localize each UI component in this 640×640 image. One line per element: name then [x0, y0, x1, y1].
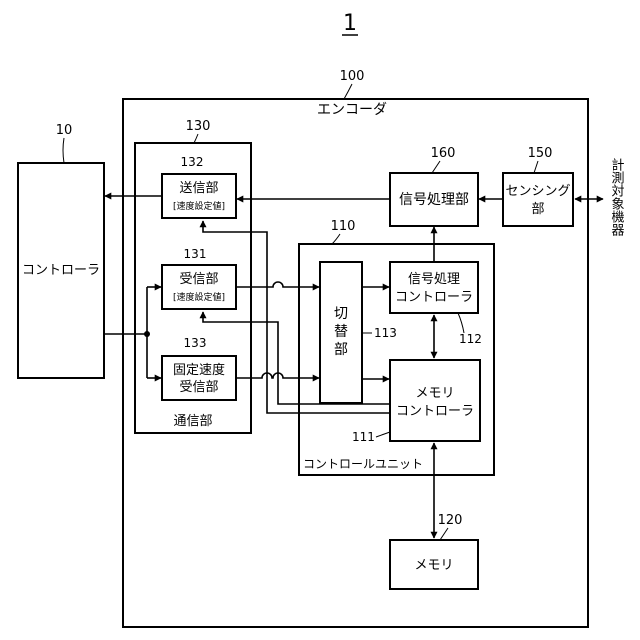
sensing-label-2: 部 [531, 202, 544, 217]
comm-label: 通信部 [173, 414, 212, 429]
sp-controller-ref: 112 [459, 332, 482, 346]
mem-controller-ref-leader [376, 432, 390, 437]
receiver-ref: 131 [184, 247, 207, 261]
controller-ref: 10 [56, 123, 73, 138]
comm-ref: 130 [186, 119, 211, 134]
sensing-label-1: センシング [505, 184, 570, 199]
controller-label: コントローラ [22, 263, 100, 278]
fixed-receiver-ref: 133 [184, 336, 207, 350]
mem-controller-label-1: メモリ [415, 386, 454, 401]
sp-controller-ref-leader [458, 313, 464, 333]
comm-ref-leader [194, 134, 198, 143]
encoder-ref: 100 [340, 69, 365, 84]
sp-controller-box [390, 262, 478, 313]
memory-ref-leader [440, 528, 448, 540]
sensing-ref-leader [534, 161, 538, 173]
switch-char-1: 切 [334, 306, 348, 322]
sensing-box [503, 173, 573, 226]
transmitter-ref: 132 [181, 155, 204, 169]
signal-processor-ref: 160 [431, 146, 456, 161]
encoder-ref-leader [344, 84, 352, 99]
signal-processor-label: 信号処理部 [399, 192, 469, 208]
switch-char-3: 部 [334, 342, 348, 358]
transmitter-sublabel: [速度設定値] [173, 200, 225, 212]
sensing-ref: 150 [528, 146, 553, 161]
memory-ref: 120 [438, 513, 463, 528]
fixed-receiver-label-1: 固定速度 [173, 362, 225, 378]
target-device-label: 計測対象機器 [609, 157, 625, 237]
receiver-label: 受信部 [179, 272, 218, 287]
controller-ref-leader [63, 138, 64, 163]
encoder-label: エンコーダ [317, 102, 387, 118]
mem-controller-label-2: コントローラ [396, 404, 474, 419]
transmitter-label: 送信部 [179, 181, 218, 196]
switch-char-2: 替 [334, 324, 348, 340]
control-unit-ref: 110 [331, 219, 356, 234]
receiver-sublabel: [速度設定値] [173, 291, 225, 303]
fixed-receiver-label-2: 受信部 [179, 380, 218, 395]
control-unit-label: コントロールユニット [303, 457, 423, 471]
signal-processor-ref-leader [432, 161, 440, 173]
figure-number: 1 [343, 11, 357, 36]
control-unit-ref-leader [332, 234, 340, 244]
arrow-receiver-to-switch [236, 282, 319, 287]
memory-label: メモリ [414, 558, 453, 573]
switch-ref: 113 [374, 326, 397, 340]
sp-controller-label-1: 信号処理 [408, 272, 460, 287]
mem-controller-ref: 111 [352, 430, 375, 444]
sp-controller-label-2: コントローラ [395, 290, 473, 305]
